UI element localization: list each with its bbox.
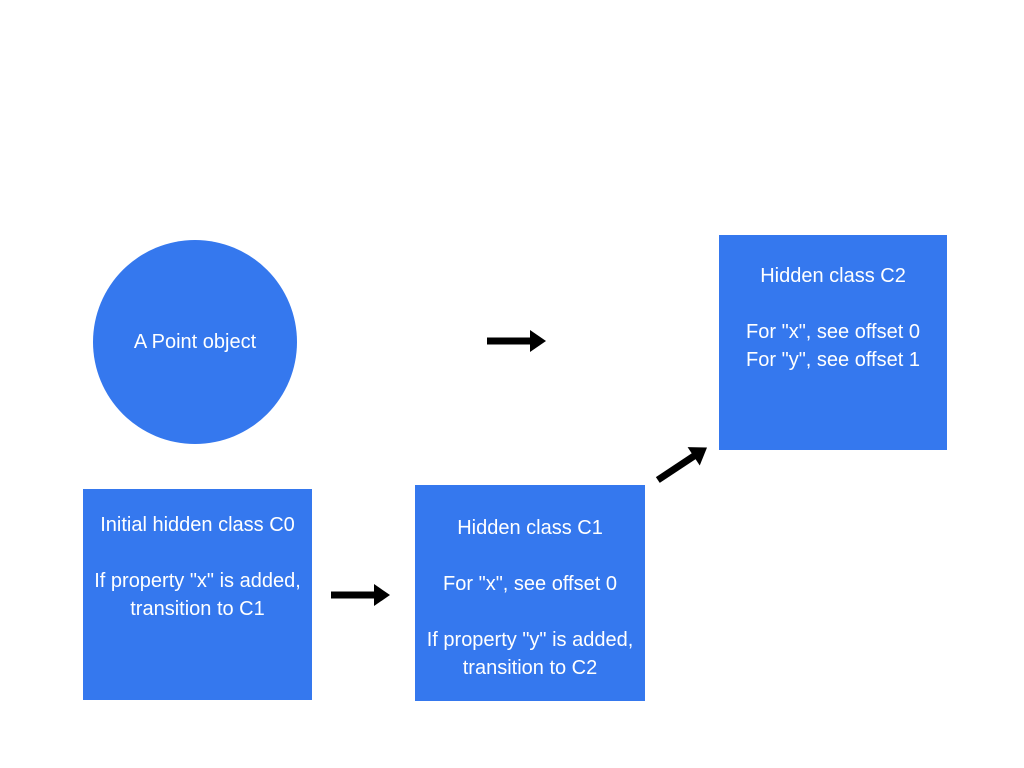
arrow-c0-to-c1-icon bbox=[331, 584, 390, 606]
node-hidden-class-c2: Hidden class C2 For "x", see offset 0 Fo… bbox=[719, 235, 947, 450]
node-hidden-class-c0: Initial hidden class C0 If property "x" … bbox=[83, 489, 312, 700]
node-hidden-class-c1: Hidden class C1 For "x", see offset 0 If… bbox=[415, 485, 645, 701]
arrow-point-to-c2-icon bbox=[487, 330, 546, 352]
arrow-c1-to-c2-icon bbox=[655, 447, 708, 483]
node-point-object: A Point object bbox=[93, 240, 297, 444]
node-point-object-label: A Point object bbox=[133, 331, 257, 353]
